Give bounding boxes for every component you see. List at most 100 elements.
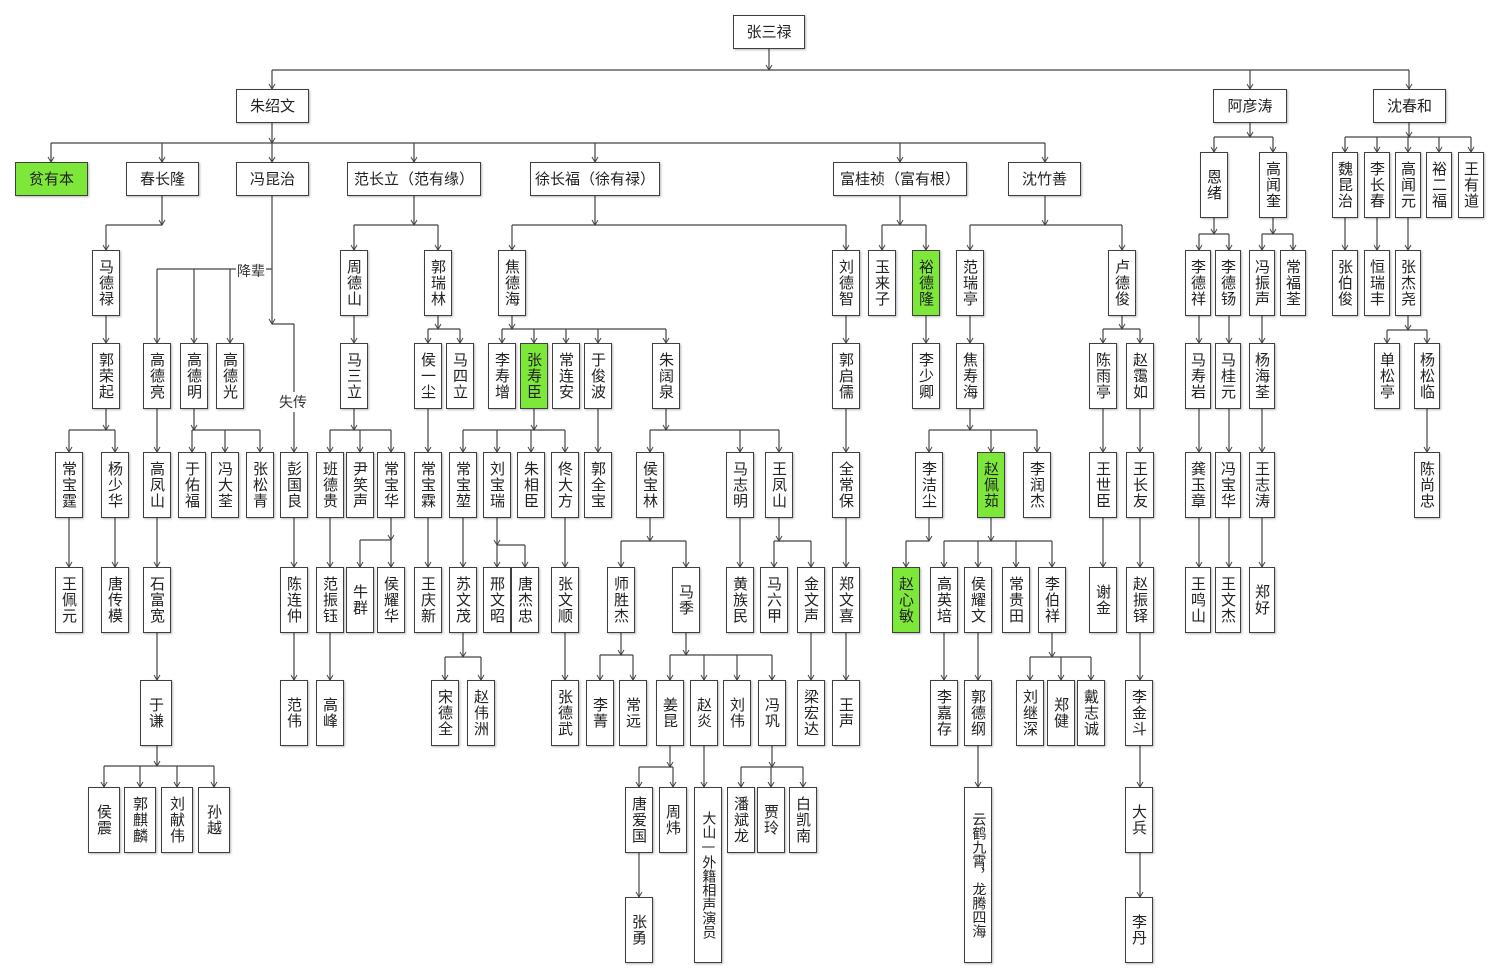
- person-node-n45: 于俊波: [584, 343, 612, 409]
- person-node-n91: 牛群: [346, 567, 374, 633]
- person-node-n97: 张文顺: [551, 567, 579, 633]
- person-node-n85: 陈尚忠: [1414, 452, 1440, 518]
- person-node-n48: 李少卿: [912, 343, 940, 409]
- person-node-n58: 杨少华: [101, 452, 129, 518]
- person-node-n93: 王庆新: [414, 567, 442, 633]
- person-node-n130: 刘继深: [1016, 680, 1044, 746]
- person-node-n117: 宋德全: [431, 680, 459, 746]
- person-node-n3: 阿彦涛: [1213, 89, 1287, 123]
- person-node-n144: 云鹤九霄，龙腾四海: [964, 787, 992, 963]
- person-node-n50: 陈雨亭: [1089, 343, 1117, 409]
- person-node-n100: 黄族民: [726, 567, 754, 633]
- person-node-n125: 冯巩: [758, 680, 786, 746]
- person-node-n135: 郭麒麟: [124, 787, 156, 853]
- person-node-n20: 周德山: [340, 250, 368, 316]
- person-node-n37: 高德明: [180, 343, 208, 409]
- person-node-n53: 马桂元: [1215, 343, 1241, 409]
- person-node-n66: 常宝华: [377, 452, 405, 518]
- person-node-n104: 赵心敏: [892, 567, 920, 633]
- person-node-n36: 高德亮: [143, 343, 171, 409]
- person-node-n127: 王声: [832, 680, 860, 746]
- person-node-n13: 高闻奎: [1259, 152, 1287, 218]
- person-node-n116: 高峰: [316, 680, 344, 746]
- person-node-n109: 谢金: [1089, 567, 1117, 633]
- person-node-n88: 石富宽: [143, 567, 171, 633]
- person-node-n61: 冯大荃: [211, 452, 239, 518]
- person-node-n139: 周炜: [659, 787, 687, 853]
- person-node-n71: 佟大方: [551, 452, 579, 518]
- person-node-n143: 白凯南: [789, 787, 817, 853]
- person-node-n14: 魏昆治: [1332, 152, 1358, 218]
- person-node-n59: 高凤山: [143, 452, 171, 518]
- person-node-n136: 刘献伟: [161, 787, 193, 853]
- person-node-n63: 彭国良: [280, 452, 308, 518]
- note-demoted: 降辈: [236, 261, 266, 281]
- person-node-n10: 富桂祯（富有根）: [833, 162, 967, 196]
- person-node-n132: 戴志诚: [1077, 680, 1105, 746]
- person-node-n39: 马三立: [340, 343, 368, 409]
- person-node-n114: 于谦: [140, 680, 172, 746]
- person-node-n90: 范振钰: [316, 567, 344, 633]
- person-node-n102: 金文声: [797, 567, 825, 633]
- person-node-n108: 李伯祥: [1038, 567, 1066, 633]
- person-node-n131: 郑健: [1047, 680, 1075, 746]
- person-node-n142: 贾玲: [757, 787, 785, 853]
- person-node-n30: 冯振声: [1249, 250, 1275, 316]
- person-node-n12: 恩绪: [1200, 152, 1228, 218]
- person-node-n26: 范瑞亭: [956, 250, 984, 316]
- person-node-n8: 范长立（范有缘）: [347, 162, 481, 196]
- note-lost: 失传: [278, 392, 308, 412]
- person-node-n120: 李菁: [586, 680, 614, 746]
- person-node-n73: 侯宝林: [636, 452, 664, 518]
- person-node-n129: 郭德纲: [964, 680, 992, 746]
- person-node-n9: 徐长福（徐有禄）: [530, 162, 660, 196]
- person-node-n123: 赵炎: [690, 680, 718, 746]
- person-node-n49: 焦寿海: [956, 343, 984, 409]
- person-node-n95: 邢文昭: [483, 567, 511, 633]
- person-node-n101: 马六甲: [760, 567, 788, 633]
- person-node-n42: 李寿增: [488, 343, 516, 409]
- person-node-n96: 唐杰忠: [511, 567, 539, 633]
- person-node-n124: 刘伟: [723, 680, 751, 746]
- person-node-n34: 张杰尧: [1395, 250, 1421, 316]
- person-node-n17: 裕二福: [1426, 152, 1452, 218]
- person-node-n11: 沈竹善: [1008, 162, 1081, 196]
- person-node-n29: 李德钖: [1215, 250, 1241, 316]
- person-node-n141: 潘斌龙: [727, 787, 755, 853]
- person-node-n21: 郭瑞林: [424, 250, 452, 316]
- person-node-n118: 赵伟洲: [467, 680, 495, 746]
- person-node-n110: 赵振铎: [1126, 567, 1154, 633]
- person-node-n84: 王志涛: [1249, 452, 1275, 518]
- person-node-n70: 朱相臣: [517, 452, 545, 518]
- person-node-n15: 李长春: [1364, 152, 1390, 218]
- person-node-n145: 大兵: [1125, 787, 1153, 853]
- person-node-n122: 姜昆: [656, 680, 684, 746]
- person-node-n16: 高闻元: [1395, 152, 1421, 218]
- person-node-n81: 王长友: [1126, 452, 1154, 518]
- person-node-n112: 王文杰: [1215, 567, 1241, 633]
- person-node-n105: 高英培: [930, 567, 958, 633]
- person-node-n23: 刘德智: [832, 250, 860, 316]
- person-node-n87: 唐传模: [101, 567, 129, 633]
- person-node-n55: 单松亭: [1374, 343, 1400, 409]
- person-node-n140: 大山—外籍相声演员: [694, 787, 722, 963]
- person-node-n86: 王佩元: [55, 567, 83, 633]
- person-node-n38: 高德光: [216, 343, 244, 409]
- person-node-n74: 马志明: [726, 452, 754, 518]
- person-node-n94: 苏文茂: [449, 567, 477, 633]
- person-node-n54: 杨海荃: [1249, 343, 1275, 409]
- person-node-n146: 张勇: [625, 897, 653, 963]
- person-node-n80: 王世臣: [1089, 452, 1117, 518]
- person-node-n138: 唐爱国: [625, 787, 653, 853]
- person-node-n51: 赵霭如: [1126, 343, 1154, 409]
- person-node-n52: 马寿岩: [1185, 343, 1211, 409]
- person-node-n40: 侯一尘: [414, 343, 442, 409]
- person-node-n35: 郭荣起: [92, 343, 120, 409]
- person-node-n44: 常连安: [552, 343, 580, 409]
- person-node-n65: 尹笑声: [346, 452, 374, 518]
- person-node-n68: 常宝堃: [449, 452, 477, 518]
- person-node-n43: 张寿臣: [520, 343, 548, 409]
- person-node-n2: 朱绍文: [236, 89, 309, 123]
